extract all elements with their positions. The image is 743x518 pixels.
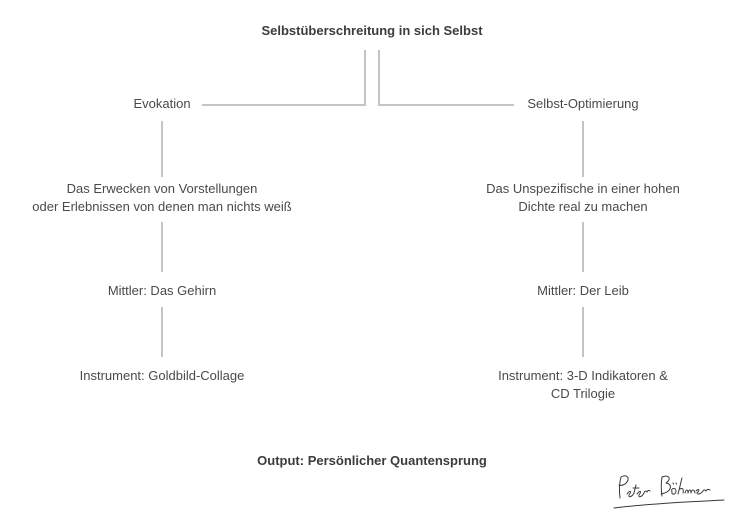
connector-root-left-horizontal xyxy=(202,104,366,106)
right-instrument-line-2: CD Trilogie xyxy=(550,386,616,401)
right-description-line-2: Dichte real zu machen xyxy=(518,199,648,214)
output-node: Output: Persönlicher Quantensprung xyxy=(257,453,487,468)
left-branch-description: Das Erwecken von Vorstellungen oder Erle… xyxy=(32,180,291,216)
signature-image xyxy=(613,475,725,509)
connector-root-left-vertical xyxy=(364,50,366,106)
left-description-line-2: oder Erlebnissen von denen man nichts we… xyxy=(32,199,292,214)
left-description-line-1: Das Erwecken von Vorstellungen xyxy=(66,181,258,196)
right-branch-description: Das Unspezifische in einer hohen Dichte … xyxy=(486,180,680,216)
right-instrument-line-1: Instrument: 3-D Indikatoren & xyxy=(498,368,668,383)
left-branch-title: Evokation xyxy=(133,96,191,111)
root-node: Selbstüberschreitung in sich Selbst xyxy=(261,23,483,38)
right-branch-instrument: Instrument: 3-D Indikatoren & CD Trilogi… xyxy=(498,367,668,403)
connector-left-2 xyxy=(161,222,163,272)
right-description-line-1: Das Unspezifische in einer hohen xyxy=(486,181,680,196)
connector-root-right-vertical xyxy=(378,50,380,106)
connector-root-right-horizontal xyxy=(378,104,514,106)
connector-right-3 xyxy=(582,307,584,357)
connector-right-1 xyxy=(582,121,584,177)
right-branch-title: Selbst-Optimierung xyxy=(527,96,639,111)
left-branch-instrument: Instrument: Goldbild-Collage xyxy=(79,368,245,383)
right-branch-medium: Mittler: Der Leib xyxy=(537,283,629,298)
left-branch-medium: Mittler: Das Gehirn xyxy=(107,283,217,298)
connector-left-1 xyxy=(161,121,163,177)
connector-left-3 xyxy=(161,307,163,357)
connector-right-2 xyxy=(582,222,584,272)
